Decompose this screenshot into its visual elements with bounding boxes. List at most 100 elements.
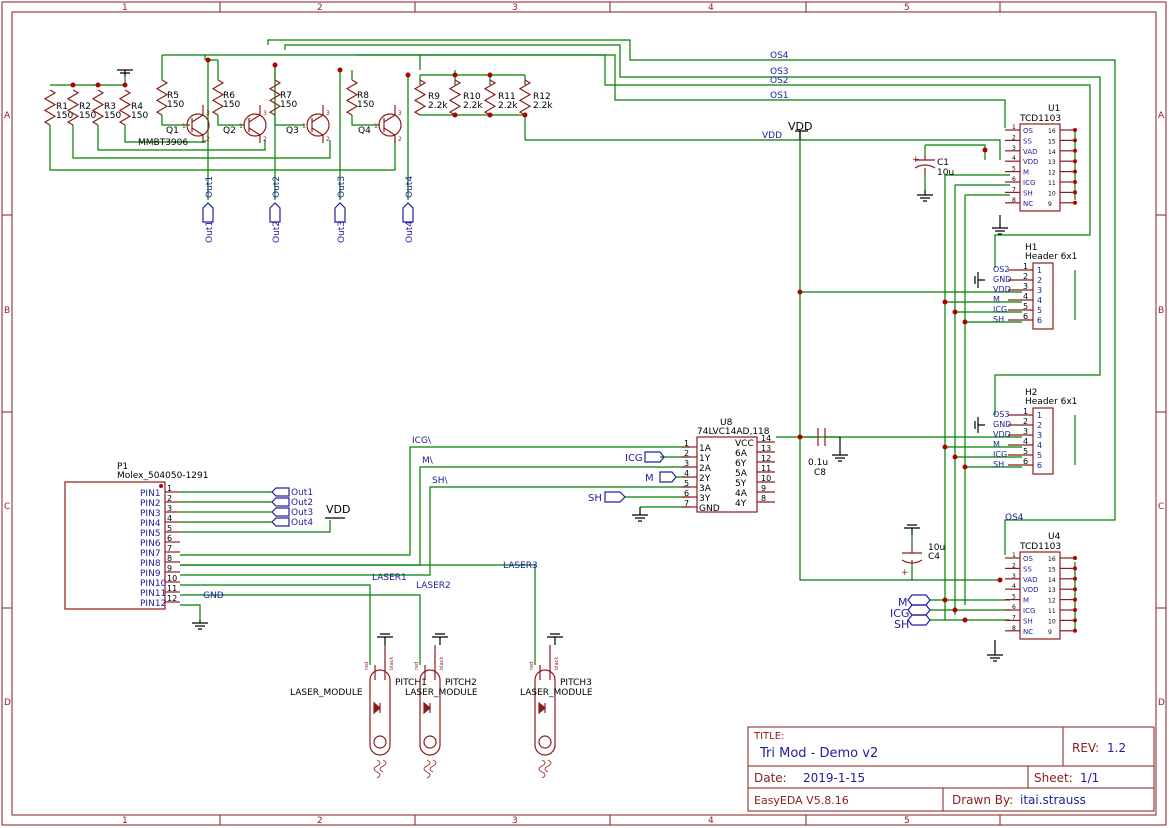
row-marker-right: A [1158,111,1165,121]
c1-ref: C1 [937,158,949,168]
header-net: OS2 [993,265,1009,274]
pin-name: ICG [1023,179,1035,187]
pin-number: 8 [761,494,766,503]
pin-name: VAD [1023,576,1038,584]
col-marker-top: 1 [122,3,128,13]
pin-name: 5 [1037,306,1042,315]
net-os4-u4: OS4 [1005,513,1024,523]
port-label-down: Out3 [337,221,347,243]
resistor-ref: R8 [357,91,369,101]
pin-name: PIN5 [140,529,161,539]
connector-part: Molex_504050-1291 [117,471,209,481]
header-net: M [993,295,1000,304]
pin-name: ICG [1023,607,1035,615]
net-icg-bar: ICG\ [412,436,432,446]
pin-name: PIN11 [140,589,166,599]
resistor-value: 2.2k [498,101,518,111]
pin-number: 5 [1023,302,1028,311]
pin-number: 9 [1048,629,1052,636]
capacitor-c8: 0.1u C8 [808,428,828,478]
pin-number: 3 [1023,282,1028,291]
pin-number: 7 [1012,186,1016,193]
pin-number: 3 [1012,145,1016,152]
pin-number: 1 [1012,552,1016,559]
header-net: M [993,440,1000,449]
output-ports: Out1Out1Out2Out2Out3Out3Out4Out4Out1Out2… [202,176,415,528]
pin-name: 1 [1037,411,1042,420]
header-net: ICG [993,305,1007,314]
resistor-value: 150 [357,100,374,110]
pin-number: 8 [1012,625,1016,632]
net-vdd-bus: VDD [762,131,782,141]
pin-name: 5Y [735,479,747,489]
net-laser3: LASER3 [503,561,538,571]
svg-text:1: 1 [182,123,186,130]
rev-label: REV: [1072,741,1099,755]
header-net: SH [993,315,1004,324]
net-labels: OS4 OS3 OS2 OS1 VDD VDD ICG\ M\ SH\ LASE… [203,51,1024,601]
pin-number: 12 [761,454,771,463]
resistor-ref: R2 [79,102,91,112]
col-marker-bottom: 3 [512,816,518,826]
resistor-ref: R6 [223,91,235,101]
pin-number: 5 [167,524,172,533]
pin-name: 2 [1037,276,1042,285]
row-marker-left: D [4,698,11,708]
pin-number: 16 [1048,556,1056,563]
resistor-ref: R4 [131,102,143,112]
pin-name: OS [1023,127,1034,135]
col-marker-bottom: 5 [904,816,910,826]
pin-name: 5A [735,469,748,479]
port-m-u8: M [645,473,654,484]
transistor-ref: Q2 [223,126,236,136]
c4-value: 10u [928,543,945,553]
header-net: GND [993,275,1011,284]
port-label: Out3 [291,508,313,518]
pin-number: 3 [167,504,172,513]
pin-number: 3 [684,459,689,468]
pin-number: 6 [1012,176,1016,183]
pin-number: 9 [761,484,766,493]
resistor-value: 150 [167,100,184,110]
pin-number: 6 [684,489,689,498]
pin-number: 1 [1023,407,1028,416]
tool-version: EasyEDA V5.8.16 [754,794,849,807]
pin-number: 4 [1023,292,1028,301]
port-label-up: Out4 [405,176,415,198]
pin-number: 14 [1048,149,1056,156]
pin-name: OS [1023,555,1034,563]
pin-name: 3 [1037,286,1042,295]
pin-number: 1 [167,484,172,493]
pin-number: 1 [1023,262,1028,271]
net-gnd-p1: GND [203,591,224,601]
resistor-value: 150 [131,111,148,121]
pin-name: NC [1023,628,1033,636]
pin-name: 1Y [699,454,711,464]
pin-name: PIN3 [140,509,161,519]
pin-name: PIN8 [140,559,161,569]
pin-number: 13 [1048,159,1056,166]
col-marker-top: 5 [904,3,910,13]
sheet-label: Sheet: [1034,771,1073,785]
resistor-r9: R92.2k [413,79,448,116]
resistor-ref: R3 [104,102,116,112]
svg-text:2: 2 [326,136,330,143]
header-ref: H2 [1025,388,1038,398]
port-label-up: Out3 [337,176,347,198]
laser-ref: PITCH2 [445,678,477,688]
port-sh-u8: SH [588,493,602,504]
port-label-up: Out1 [205,176,215,198]
port-sh-u4: SH [894,618,909,631]
pin-name: PIN1 [140,489,161,499]
pin-number: 6 [167,534,172,543]
row-marker-right: C [1158,502,1164,512]
